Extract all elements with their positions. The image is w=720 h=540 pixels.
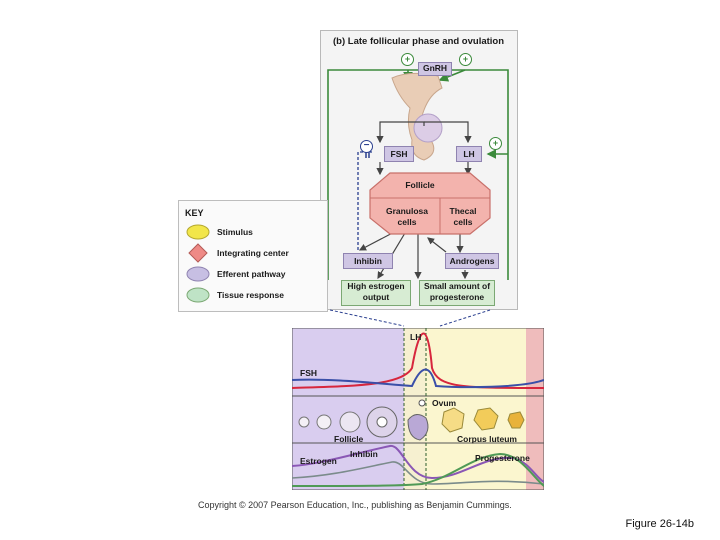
androgens-box: Androgens	[445, 253, 499, 269]
key-label-efferent-pathway: Efferent pathway	[217, 269, 286, 279]
estrogen-output-box: High estrogen output	[341, 280, 411, 306]
hormone-graph	[292, 328, 544, 490]
lh-box: LH	[456, 146, 482, 162]
progesterone-curve	[292, 452, 544, 487]
plus-icon: +	[459, 53, 472, 66]
panel-title: (b) Late follicular phase and ovulation	[333, 36, 504, 47]
key-label-stimulus: Stimulus	[217, 227, 253, 237]
inhibin-curve	[292, 461, 544, 485]
key-symbols	[186, 224, 210, 303]
minus-icon: −	[360, 140, 373, 153]
graph-inhibin-label: Inhibin	[350, 449, 378, 459]
fsh-box: FSH	[384, 146, 414, 162]
graph-corpus-luteum-label: Corpus luteum	[457, 434, 517, 444]
key-label-tissue-response: Tissue response	[217, 290, 284, 300]
graph-ovum-label: Ovum	[432, 398, 457, 408]
follicle-label: Follicle	[405, 180, 435, 190]
integrating-center-symbol	[188, 243, 208, 263]
graph-estrogen-label: Estrogen	[300, 456, 337, 466]
copyright-text: Copyright © 2007 Pearson Education, Inc.…	[198, 500, 512, 510]
key-label-integrating-center: Integrating center	[217, 248, 289, 258]
follicle-shape	[369, 172, 491, 235]
panel-title-prefix: (b)	[333, 36, 346, 47]
efferent-pathway-symbol	[186, 266, 210, 282]
granulosa-label: Granulosa cells	[385, 206, 429, 227]
figure-caption: Figure 26-14b	[625, 518, 695, 530]
fsh-curve	[292, 368, 544, 389]
plus-icon: +	[489, 137, 502, 150]
thecal-label: Thecal cells	[449, 206, 477, 227]
gnrh-box: GnRH	[418, 62, 452, 76]
stimulus-symbol	[186, 224, 210, 240]
graph-lh-label: LH	[410, 332, 422, 342]
panel-title-text: Late follicular phase and ovulation	[347, 36, 505, 47]
feedback-loop-arrows	[327, 69, 509, 280]
graph-fsh-label: FSH	[300, 368, 317, 378]
plus-icon: +	[401, 53, 414, 66]
graph-progesterone-label: Progesterone	[475, 453, 530, 463]
zoom-lines	[329, 309, 491, 327]
tissue-response-symbol	[186, 287, 210, 303]
inhibin-box: Inhibin	[343, 253, 393, 269]
graph-follicle-label: Follicle	[334, 434, 364, 444]
progesterone-output-box: Small amount of progesterone	[419, 280, 495, 306]
key-title: KEY	[185, 208, 204, 218]
lh-curve	[292, 332, 544, 389]
